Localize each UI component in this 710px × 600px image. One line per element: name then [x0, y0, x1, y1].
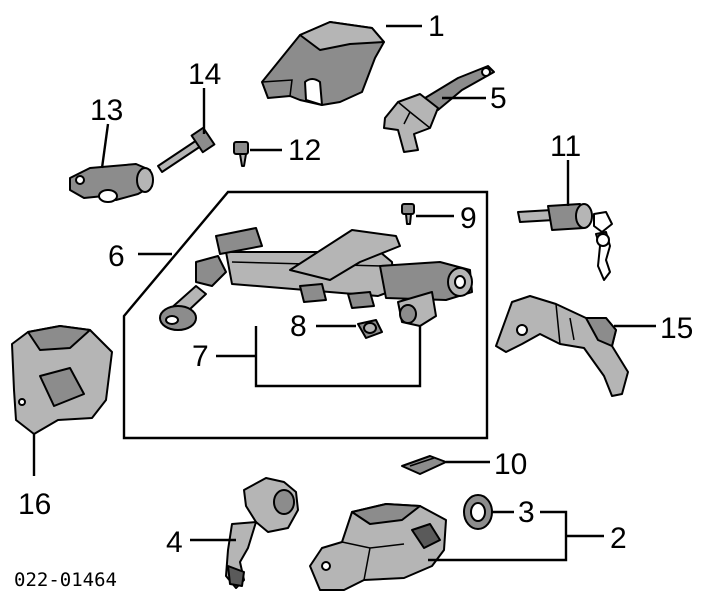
- callout-8: 8: [290, 310, 307, 343]
- part-11-ignition-lock-cylinder: [517, 203, 613, 281]
- part-2-lower-cover-assembly: [309, 503, 447, 591]
- callout-15: 15: [660, 312, 693, 345]
- part-9-bolt: [401, 203, 415, 225]
- part-3-seal-ring: [463, 494, 493, 530]
- part-2-bracket-leader: [428, 510, 568, 562]
- diagram-part-number: 022-01464: [14, 569, 117, 591]
- callout-1: 1: [428, 10, 445, 43]
- callout-4: 4: [166, 526, 183, 559]
- part-10-pad: [401, 455, 447, 475]
- callout-3: 3: [518, 496, 535, 529]
- part-16-lower-panel: [11, 325, 113, 435]
- callout-10: 10: [494, 448, 527, 481]
- callout-13: 13: [90, 94, 123, 127]
- callout-2: 2: [610, 522, 627, 555]
- callout-16: 16: [18, 488, 51, 521]
- callout-12: 12: [288, 134, 321, 167]
- callout-5: 5: [490, 82, 507, 115]
- callout-7: 7: [192, 340, 209, 373]
- part-12-screw: [233, 141, 249, 167]
- callout-6: 6: [108, 240, 125, 273]
- part-6-assembly-frame: [122, 190, 489, 440]
- part-7-bracket-leader: [254, 326, 422, 388]
- callout-9: 9: [460, 202, 477, 235]
- part-15-lower-column-cover: [495, 295, 629, 397]
- callout-11: 11: [550, 130, 581, 163]
- steering-column-assembly: [159, 227, 473, 331]
- part-4-switch-lever: [225, 477, 299, 589]
- part-5-combination-switch: [383, 65, 495, 153]
- callout-14: 14: [188, 58, 221, 91]
- part-14-bolt: [157, 126, 216, 173]
- part-8-nut: [357, 319, 383, 339]
- part-13-tilt-lever: [69, 163, 154, 203]
- part-1-upper-column-cover: [261, 21, 385, 106]
